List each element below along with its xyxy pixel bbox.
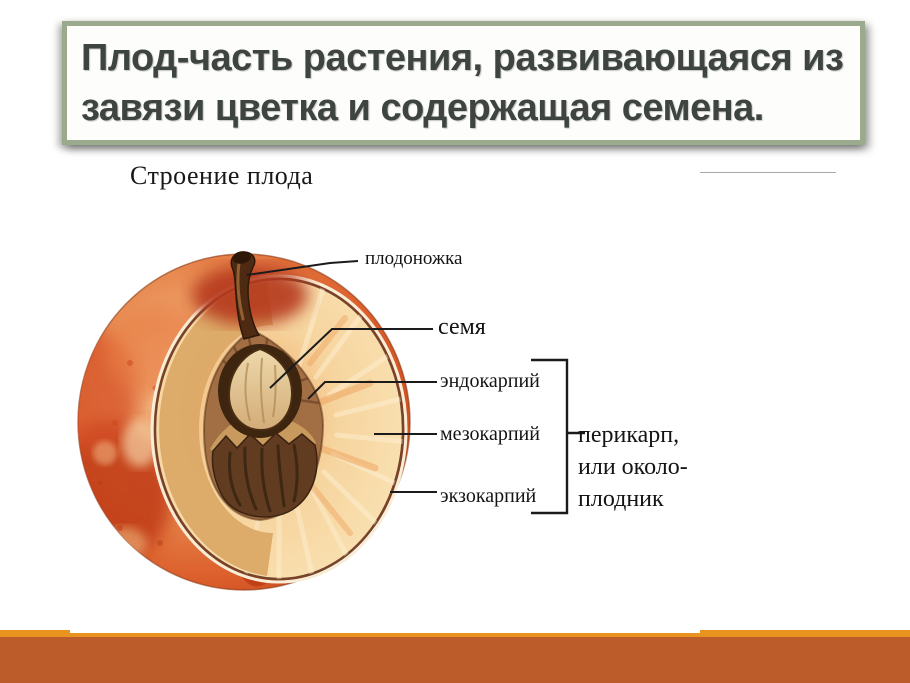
seed-kernel [218,344,302,438]
flesh-ring [159,282,273,576]
label-pericarp-line1: перикарп, [578,422,680,448]
peach-illustration [70,243,442,603]
label-seed: семя [438,314,486,340]
pit-stone [211,431,318,518]
label-pericarp-line2: или около- [578,454,688,480]
label-pericarp: перикарп, или около- плодник [578,419,688,515]
footer-rust-bar [0,637,910,683]
footer-step [70,630,700,633]
label-stalk: плодоножка [365,248,463,269]
label-pericarp-line3: плодник [578,486,664,512]
definition-box: Плод-часть растения, развивающаяся из за… [62,21,865,145]
decorative-rule [700,172,836,173]
label-endocarp: эндокарпий [440,370,540,392]
peach-svg [77,251,411,591]
definition-text-line1: Плод-часть растения, развивающаяся из [81,37,844,79]
footer-amber-stripe [0,630,910,637]
definition-text-line2: завязи цветка и содержащая семена. [81,87,764,129]
stalk-depression [192,265,308,325]
label-exocarp: экзокарпий [440,485,537,507]
fruit-stalk [230,251,261,340]
diagram-heading: Строение плода [130,161,314,190]
label-mesocarp: мезокарпий [440,423,540,445]
